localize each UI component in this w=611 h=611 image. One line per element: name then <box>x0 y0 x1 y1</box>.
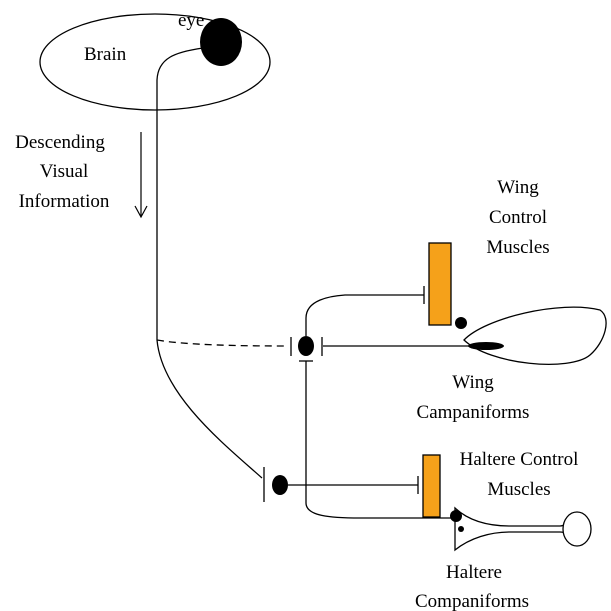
haltere-campaniform-sensor <box>458 526 464 532</box>
wing-neuron-to-muscle <box>305 294 424 336</box>
eye-label: eye <box>178 10 204 31</box>
wing-muscle-terminal <box>455 317 467 329</box>
brain-label: Brain <box>84 44 127 65</box>
haltere-neuron <box>272 475 288 495</box>
descending-to-haltere-path <box>156 339 263 479</box>
haltere-control-muscle <box>422 454 441 518</box>
haltere-muscles-label-line1: Haltere Control <box>460 449 579 470</box>
wing-outline <box>463 306 607 365</box>
haltere-campaniforms-label-line1: Haltere <box>446 562 502 583</box>
haltere-afferent <box>305 490 455 519</box>
haltere-campaniforms-label-line2: Companiforms <box>415 591 529 611</box>
wing-campaniform-sensor <box>468 342 504 350</box>
eye-dot <box>200 18 242 66</box>
wing-campaniforms-label-line2: Campaniforms <box>417 402 530 423</box>
haltere-knob <box>562 511 592 547</box>
wing-campaniforms-label-line1: Wing <box>452 372 494 393</box>
wing-muscles-label-line3: Muscles <box>486 237 549 258</box>
wing-neuron <box>298 336 314 356</box>
haltere-outline <box>454 506 571 552</box>
brain-ellipse <box>39 13 271 111</box>
haltere-muscles-label-line2: Muscles <box>487 479 550 500</box>
wing-control-muscle <box>428 242 452 326</box>
dashed-connection <box>156 339 289 347</box>
haltere-muscle-terminal <box>450 510 462 522</box>
descending-label-line3: Information <box>19 191 110 212</box>
descending-label-line1: Descending <box>15 132 105 153</box>
wing-muscles-label-line1: Wing <box>497 177 539 198</box>
visual-pathway <box>156 47 204 340</box>
descending-arrow-head <box>134 205 148 219</box>
wing-muscles-label-line2: Control <box>489 207 547 228</box>
descending-label-line2: Visual <box>40 161 88 182</box>
